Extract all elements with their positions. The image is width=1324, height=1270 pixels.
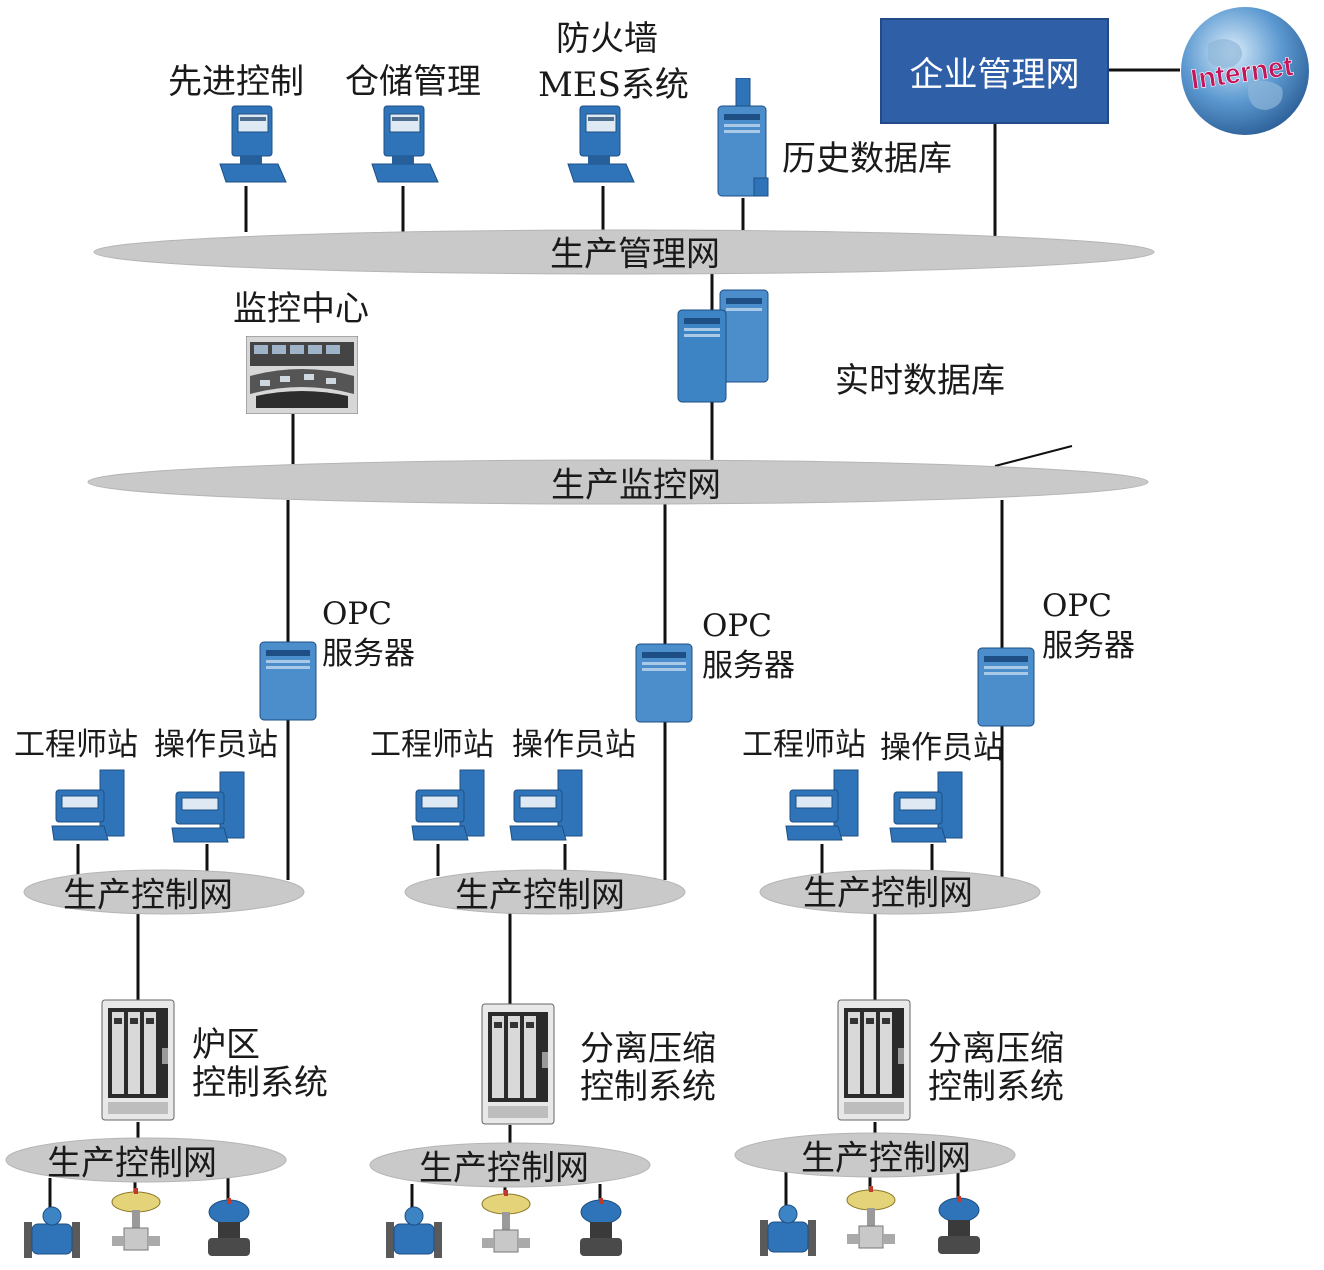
opc-label-1-line1: OPC	[322, 596, 392, 632]
engineer-station-pc-icon-1	[50, 768, 130, 846]
realtime-db-label: 实时数据库	[835, 361, 1005, 401]
monitoring-center-label: 监控中心	[233, 289, 369, 329]
mes-system-pc-icon	[566, 104, 636, 186]
opc-label-2-line1: OPC	[702, 608, 772, 644]
enterprise-network-label: 企业管理网	[909, 54, 1080, 95]
field-network-label-3: 生产控制网	[801, 1138, 971, 1179]
system-label-2: 分离压缩 控制系统	[580, 1030, 716, 1106]
opc-label-1-line2: 服务器	[322, 636, 415, 672]
control-net-ellipse-3	[759, 869, 1041, 915]
mes-system-label: MES系统	[538, 65, 689, 105]
operator-station-pc-icon-2	[508, 768, 588, 846]
control-cabinet-icon-1	[100, 998, 176, 1124]
engineer-station-label-2: 工程师站	[370, 727, 494, 763]
system-label-2-line1: 分离压缩	[580, 1029, 716, 1069]
operator-station-label-1: 操作员站	[154, 727, 278, 763]
system-label-2-line2: 控制系统	[580, 1067, 716, 1107]
system-label-1-line1: 炉区	[192, 1025, 260, 1065]
realtime-db-server-icon	[676, 288, 780, 404]
advanced-control-label: 先进控制	[168, 62, 304, 102]
field-net-ellipse-1	[5, 1137, 287, 1183]
production-monitoring-bus	[87, 459, 1149, 505]
opc-label-3-line1: OPC	[1042, 588, 1112, 624]
engineer-station-label-3: 工程师站	[742, 727, 866, 763]
flowmeter-icon-3	[760, 1204, 816, 1258]
production-management-bus	[93, 229, 1155, 275]
enterprise-network-box: 企业管理网	[880, 18, 1109, 124]
engineer-station-pc-icon-3	[784, 768, 864, 846]
control-cabinet-icon-2	[480, 1002, 556, 1128]
field-net-ellipse-2	[369, 1142, 651, 1188]
history-db-label: 历史数据库	[782, 139, 952, 179]
firewall-label: 防火墙	[556, 19, 658, 59]
system-label-1-line2: 控制系统	[192, 1063, 328, 1103]
actuator-valve-icon-1	[204, 1198, 254, 1258]
internet-globe-icon: Internet	[1178, 4, 1312, 138]
production-management-bus-label: 生产管理网	[550, 234, 720, 275]
flowmeter-icon-1	[24, 1206, 80, 1260]
field-net-ellipse-3	[734, 1132, 1016, 1178]
opc-label-3: OPC 服务器	[1042, 586, 1135, 666]
opc-server-icon-3	[976, 646, 1036, 728]
actuator-valve-icon-3	[934, 1196, 984, 1256]
monitoring-center-image	[246, 336, 358, 414]
control-cabinet-icon-3	[836, 998, 912, 1124]
production-monitoring-bus-label: 生产监控网	[551, 465, 721, 506]
opc-label-2: OPC 服务器	[702, 606, 795, 686]
engineer-station-label-1: 工程师站	[14, 727, 138, 763]
advanced-control-pc-icon	[218, 104, 288, 186]
control-net-ellipse-1	[23, 869, 305, 915]
system-label-1: 炉区 控制系统	[192, 1026, 328, 1102]
system-label-3: 分离压缩 控制系统	[928, 1030, 1064, 1106]
operator-station-label-3: 操作员站	[880, 730, 1004, 766]
operator-station-pc-icon-3	[888, 770, 968, 848]
control-network-label-3: 生产控制网	[803, 873, 973, 914]
opc-server-icon-2	[634, 642, 694, 724]
diagonal-link	[994, 445, 1073, 467]
system-label-3-line2: 控制系统	[928, 1067, 1064, 1107]
system-label-3-line1: 分离压缩	[928, 1029, 1064, 1069]
opc-label-2-line2: 服务器	[702, 648, 795, 684]
control-valve-icon-2	[480, 1190, 532, 1262]
engineer-station-pc-icon-2	[410, 768, 490, 846]
operator-station-label-2: 操作员站	[512, 727, 636, 763]
flowmeter-icon-2	[386, 1206, 442, 1260]
actuator-valve-icon-2	[576, 1198, 626, 1258]
opc-label-1: OPC 服务器	[322, 594, 415, 674]
storage-management-label: 仓储管理	[345, 62, 481, 102]
opc-server-icon-1	[258, 640, 318, 722]
field-network-label-2: 生产控制网	[419, 1148, 589, 1189]
history-db-server-icon	[714, 78, 772, 200]
control-network-label-2: 生产控制网	[455, 875, 625, 916]
control-network-label-1: 生产控制网	[63, 875, 233, 916]
opc-label-3-line2: 服务器	[1042, 628, 1135, 664]
field-network-label-1: 生产控制网	[47, 1143, 217, 1184]
control-net-ellipse-2	[404, 869, 686, 915]
control-valve-icon-1	[110, 1188, 162, 1260]
control-valve-icon-3	[845, 1186, 897, 1258]
storage-management-pc-icon	[370, 104, 440, 186]
operator-station-pc-icon-1	[170, 770, 250, 848]
